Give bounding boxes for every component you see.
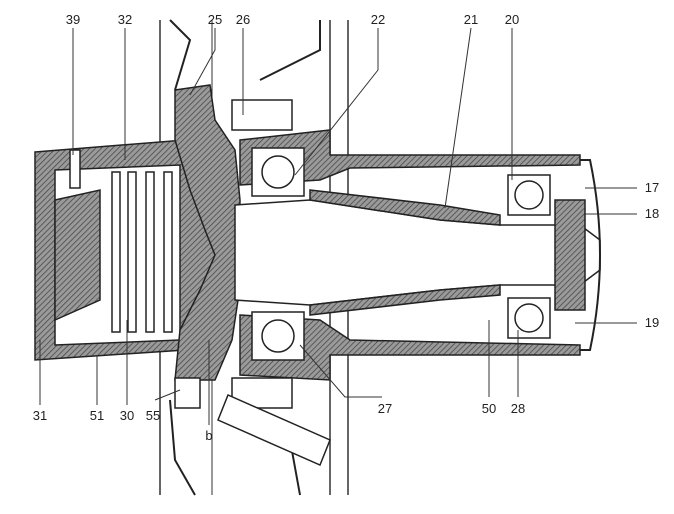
label-17: 17 xyxy=(645,180,659,195)
label-30: 30 xyxy=(120,408,134,423)
label-39: 39 xyxy=(66,12,80,27)
label-31: 31 xyxy=(33,408,47,423)
label-25: 25 xyxy=(208,12,222,27)
label-21: 21 xyxy=(464,12,478,27)
dust-shield xyxy=(169,19,321,496)
leader-lines xyxy=(39,27,637,425)
axle-nut xyxy=(554,199,586,311)
label-b: b xyxy=(205,428,212,443)
drum-threaded-boss xyxy=(54,189,101,322)
drum-fin xyxy=(127,171,137,333)
drum-fins xyxy=(111,171,173,333)
spindle-housing-lower xyxy=(239,314,581,381)
label-55: 55 xyxy=(146,408,160,423)
drum-fin xyxy=(163,171,173,333)
leader-line xyxy=(154,389,181,401)
label-28: 28 xyxy=(511,401,525,416)
label-51: 51 xyxy=(90,408,104,423)
axle-sleeve-upper xyxy=(309,189,501,226)
bearing-ball xyxy=(514,303,544,333)
leader-line xyxy=(299,344,382,398)
label-32: 32 xyxy=(118,12,132,27)
leader-line xyxy=(189,28,216,96)
inner-bearing xyxy=(251,147,305,361)
drum-fin xyxy=(145,171,155,333)
outer-bearing xyxy=(507,174,551,339)
label-18: 18 xyxy=(645,206,659,221)
label-20: 20 xyxy=(505,12,519,27)
label-26: 26 xyxy=(236,12,250,27)
bleeder-screw xyxy=(174,377,201,409)
leader-line xyxy=(444,27,472,209)
label-22: 22 xyxy=(371,12,385,27)
brake-drum xyxy=(34,139,231,361)
bearing-ball xyxy=(261,319,295,353)
hub-cap xyxy=(580,159,601,351)
brake-hose xyxy=(217,394,331,466)
label-27: 27 xyxy=(378,401,392,416)
drum-fin xyxy=(111,171,121,333)
axle-sleeve-lower xyxy=(309,284,501,316)
bolt-upper xyxy=(231,99,293,131)
label-19: 19 xyxy=(645,315,659,330)
label-50: 50 xyxy=(482,401,496,416)
pin xyxy=(69,149,81,189)
leader-line xyxy=(294,28,379,176)
bearing-ball xyxy=(261,155,295,189)
bearing-ball xyxy=(514,180,544,210)
